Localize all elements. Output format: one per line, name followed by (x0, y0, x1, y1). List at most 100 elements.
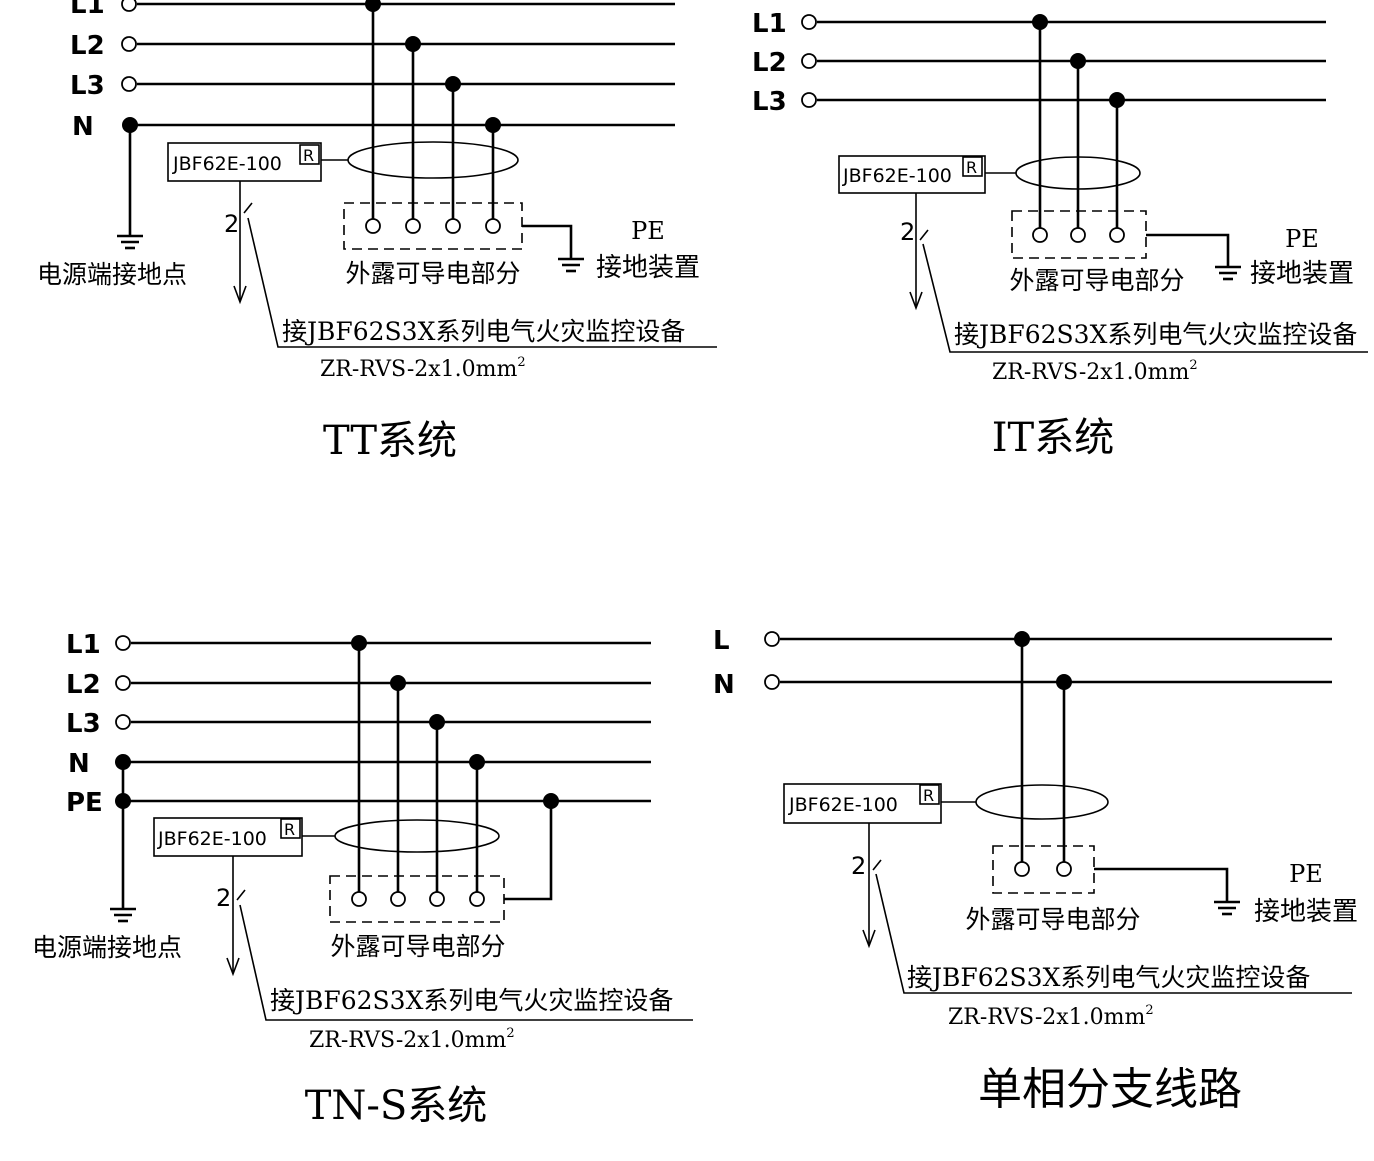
terminal-ring (801, 14, 817, 30)
bus-label-l3: L3 (752, 87, 787, 117)
terminal-ring (801, 92, 817, 108)
device-badge-box (299, 144, 320, 165)
junction-dot (1056, 674, 1072, 690)
sensor-device-box (783, 783, 942, 824)
junction-dot (390, 675, 406, 691)
leader-line (922, 243, 1368, 353)
pe-wire (504, 801, 553, 901)
sensor-device-box (838, 155, 986, 194)
device-badge-label: R (966, 158, 977, 177)
pe-wire (1146, 233, 1230, 266)
diagram-single-phase: L N JBF62E-100 R 外露可导电部分 PE 接地装置 2 接J (713, 626, 1358, 1115)
terminal-ring (1032, 227, 1048, 243)
cable-label: ZR-RVS-2x1.0mm2 (320, 355, 526, 382)
diagram-title: TT系统 (323, 418, 457, 464)
connect-label: 接JBF62S3X系列电气火灾监控设备 (270, 986, 673, 1015)
pe-label: PE (1285, 225, 1319, 253)
terminal-ring (405, 218, 421, 234)
pe-wire (522, 224, 573, 258)
diagram-it: L1 L2 L3 JBF62E-100 R 外露可导电部分 PE 接地装 (752, 9, 1368, 461)
wire-count-tick (243, 202, 253, 214)
terminal-ring (121, 76, 137, 92)
junction-dot (1032, 14, 1048, 30)
terminal-ring (121, 0, 137, 12)
junction-dot (365, 0, 381, 12)
diagram-tns: L1 L2 L3 N PE 电源端接地点 JBF62E-10 (32, 630, 693, 1129)
leader-line (247, 217, 717, 348)
terminal-ring (764, 674, 780, 690)
terminal-ring (485, 218, 501, 234)
exposed-part-label: 外露可导电部分 (330, 932, 505, 961)
terminal-ring (801, 53, 817, 69)
junction-dot (485, 117, 501, 133)
cable-label: ZR-RVS-2x1.0mm2 (948, 1003, 1154, 1030)
earth-symbol (110, 907, 136, 923)
signal-arrow (862, 929, 876, 949)
device-badge-box (919, 784, 940, 805)
bus-label-n: N (68, 749, 90, 779)
connect-label: 接JBF62S3X系列电气火灾监控设备 (282, 317, 685, 346)
junction-dot (1070, 53, 1086, 69)
earth-symbol (117, 234, 143, 250)
signal-arrow (909, 291, 923, 311)
bus-label-n: N (72, 112, 94, 142)
wire-count-label: 2 (851, 852, 866, 880)
terminal-ring (1109, 227, 1125, 243)
leader-line (875, 873, 1352, 994)
terminal-ring (351, 891, 367, 907)
device-model-label: JBF62E-100 (157, 828, 267, 850)
junction-dot (445, 76, 461, 92)
diagram-title: 单相分支线路 (978, 1064, 1242, 1115)
bus-label-l1: L1 (66, 630, 101, 660)
cable-label: ZR-RVS-2x1.0mm2 (992, 358, 1198, 385)
earth-symbol (558, 257, 584, 273)
exposed-part-label: 外露可导电部分 (965, 905, 1140, 934)
terminal-ring (445, 218, 461, 234)
earth-device-label: 接地装置 (1254, 897, 1358, 927)
bus-label-l1: L1 (752, 9, 787, 39)
source-earth-label: 电源端接地点 (32, 933, 182, 962)
wire-count-label: 2 (216, 884, 231, 912)
terminal-ring (115, 714, 131, 730)
leader-line (239, 904, 693, 1021)
terminal-ring (115, 675, 131, 691)
exposed-part-box (992, 845, 1095, 894)
terminal-ring (1070, 227, 1086, 243)
earth-device-label: 接地装置 (1250, 259, 1354, 289)
diagram-tt: L1 L2 L3 N 电源端接地点 JBF62E (37, 0, 717, 464)
pe-label: PE (1289, 860, 1323, 888)
bus-label-l2: L2 (70, 31, 105, 61)
device-model-label: JBF62E-100 (172, 153, 282, 175)
diagram-title: IT系统 (992, 415, 1114, 461)
device-model-label: JBF62E-100 (842, 165, 952, 187)
terminal-ring (365, 218, 381, 234)
sensor-device-box (167, 142, 322, 182)
device-model-label: JBF62E-100 (788, 794, 898, 816)
device-badge-box (962, 156, 983, 177)
earth-symbol (1215, 265, 1241, 281)
terminal-ring (1014, 861, 1030, 877)
terminal-ring (121, 36, 137, 52)
junction-dot (351, 635, 367, 651)
connect-label: 接JBF62S3X系列电气火灾监控设备 (954, 320, 1357, 349)
junction-dot (469, 754, 485, 770)
exposed-part-label: 外露可导电部分 (345, 259, 520, 288)
bus-label-l3: L3 (66, 709, 101, 739)
bus-label-pe: PE (66, 788, 103, 818)
device-badge-box (280, 818, 301, 839)
wire-count-tick (872, 859, 882, 871)
earth-device-label: 接地装置 (596, 253, 700, 283)
terminal-ring (764, 631, 780, 647)
junction-dot (1014, 631, 1030, 647)
terminal-ring (1056, 861, 1072, 877)
device-badge-label: R (284, 820, 295, 839)
current-transformer (975, 784, 1109, 820)
source-earth-label: 电源端接地点 (37, 260, 187, 289)
signal-arrow (233, 285, 247, 305)
wire-count-label: 2 (900, 218, 915, 246)
device-badge-label: R (303, 146, 314, 165)
pe-label: PE (631, 217, 665, 245)
signal-arrow (226, 957, 240, 977)
junction-dot (1109, 92, 1125, 108)
exposed-part-label: 外露可导电部分 (1009, 266, 1184, 295)
